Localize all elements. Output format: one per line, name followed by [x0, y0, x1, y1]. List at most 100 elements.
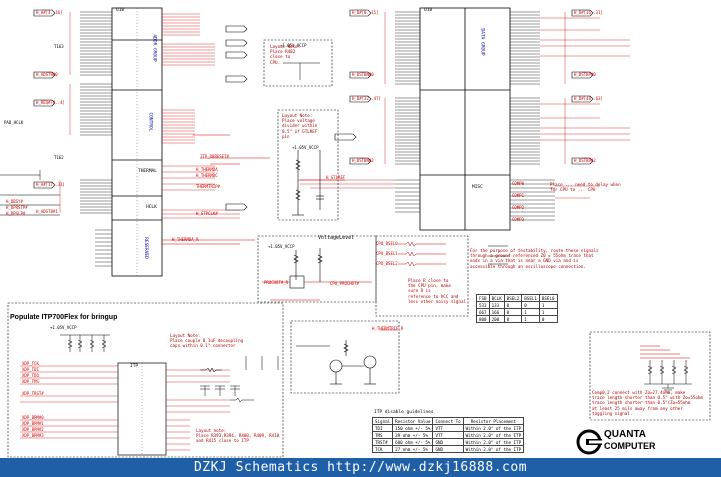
sig-prochot-r: PROCHOT#_R: [264, 280, 289, 285]
vcc-label-1: +1.05V_VCCP: [280, 43, 307, 48]
table-cell: 1: [521, 308, 540, 316]
table-cell: 200: [488, 315, 505, 323]
sig-dbsy: H_DBSY#: [6, 199, 23, 204]
sig-thermtrip-r: H_THERMTRIP_R: [372, 326, 404, 331]
sig-thermtrip: THERMTRIP#: [196, 184, 221, 189]
itp-sig-0: XDP_TCK: [22, 361, 39, 366]
sig-right-2: H_DSTBN#0: [352, 72, 374, 77]
logo-company: QUANTA: [604, 429, 647, 440]
table-cell: GND: [432, 438, 464, 446]
layout-note-3: Layout Note: Place couple 0.1uF decoupli…: [170, 333, 244, 349]
table-header-row: FSB BCLK BSEL2 BSEL1 BSEL0: [476, 294, 558, 302]
itp-sig-3: XDP_TMS: [22, 379, 39, 384]
itp-section-title: Populate ITP700Flex for bringup: [10, 314, 118, 321]
table-cell: VTT: [432, 424, 464, 432]
table-cell: 27 ohm +/- 5%: [392, 445, 434, 453]
right-bus-arrows: [334, 9, 594, 165]
misc-label: MISC: [472, 185, 483, 190]
right-chip-pins-red: [300, 12, 630, 199]
layout-note-4: Layout note: Place R393,R394, R400, R409…: [196, 428, 280, 444]
table-header: BSEL0: [538, 294, 558, 302]
layout-note-2: Layout Note: Place voltage divider withi…: [282, 113, 318, 139]
table-cell: 0: [521, 301, 540, 309]
table-cell: Within 2.0" of the ITP: [462, 438, 525, 446]
table-header: Connect To: [432, 417, 464, 425]
cpu-note: Place ... need to delay when for CPU to …: [550, 182, 621, 193]
left-bus-arrows: [33, 9, 248, 211]
table-cell: 533: [476, 301, 490, 309]
data-group-label: DATA GROUP: [479, 28, 485, 56]
sig-bsel1: CPU_BSEL1: [376, 251, 398, 256]
table-cell: 133: [488, 301, 505, 309]
sig-left-3: H_A#[17..31]: [36, 182, 65, 187]
table-row: 667 166 0 1 1: [476, 308, 558, 316]
sig-comp2: COMP2: [512, 205, 525, 210]
addr-group-label: ADDR GROUP: [151, 34, 157, 62]
comp-resistors: [640, 345, 692, 393]
misc-wires: [162, 134, 320, 301]
table-cell: Within 2.0" of the ITP: [462, 431, 525, 439]
layout-note-1: Layout Note: Place R402 close to CPU.: [270, 44, 301, 65]
table-cell: TDI: [371, 424, 394, 432]
sig-right-5: H_D#[48..63]: [574, 96, 603, 101]
table-row: TCK 27 ohm +/- 5% GND Within 2.0" of the…: [371, 445, 525, 453]
table-cell: Within 2.0" of the ITP: [462, 424, 525, 432]
sig-right-4: H_D#[32..47]: [352, 96, 381, 101]
misc-wires-black: [0, 62, 320, 216]
sig-thermdc: H_THERMDC: [196, 173, 218, 178]
chip-u18b-label: U18: [424, 8, 433, 13]
table-cell: 1: [538, 308, 558, 316]
table-cell: 0: [503, 308, 523, 316]
table-header: FSB: [476, 294, 490, 302]
itp-sig-2: XDP_TDO: [22, 373, 39, 378]
sig-thermda: H_THERMDA: [196, 167, 218, 172]
itp-sig-5: XDP_BPM#0: [22, 415, 44, 420]
comp-note: Comp0,2 connect with Zo=27.4ohm, make tr…: [592, 390, 703, 416]
table-header: Resistor Placement: [462, 417, 525, 425]
sig-comp1: COMP1: [512, 193, 525, 198]
table-cell: 0: [503, 315, 523, 323]
itp-sig-6: XDP_BPM#1: [22, 421, 44, 426]
sig-pad-hclk: PAD_HCLK: [4, 120, 24, 125]
sig-bsel0: CPU_BSEL0: [376, 241, 398, 246]
quanta-logo-icon: [576, 429, 602, 455]
sig-right-3: H_DSTBP#0: [574, 72, 596, 77]
reserved-label: RESERVED: [142, 237, 148, 259]
sig-gtlref: H_GTLREF: [326, 175, 346, 180]
left-chip-pins-red: [59, 12, 240, 219]
voltage-level-circuit: [262, 248, 372, 289]
table-cell: TMS: [371, 431, 394, 439]
sig-right-0: H_D#[0..15]: [352, 10, 379, 15]
table-cell: 166: [488, 308, 505, 316]
table-cell: 800: [476, 315, 490, 323]
itp-disable-table: Signal Resistor Value Connect To Resisto…: [371, 417, 525, 453]
table-cell: 667: [476, 308, 490, 316]
table-header: BCLK: [488, 294, 505, 302]
control-label: CONTROL: [147, 112, 153, 132]
sig-right-7: H_DSTBP#2: [574, 158, 596, 163]
sig-comp0: COMP0: [512, 181, 525, 186]
itp-resistors: [60, 334, 279, 403]
fsb-table: FSB BCLK BSEL2 BSEL1 BSEL0 533 133 0 0 1…: [476, 294, 558, 323]
table-header-row: Signal Resistor Value Connect To Resisto…: [371, 417, 525, 425]
itp-connector: [117, 362, 167, 456]
table-row: TDI 150 ohm +/- 5% VTT Within 2.0" of th…: [371, 424, 525, 432]
watermark-bar: DZKJ Schematics http://www.dzkj16888.com: [0, 458, 721, 477]
sig-itp-dbreset: ITP_DBRESET#: [200, 154, 229, 159]
table-header: Resistor Value: [392, 417, 434, 425]
itp-table-title: ITP disable guidelines: [374, 410, 434, 415]
place-close-note: Place R close to the CPU pin, make sure …: [408, 278, 466, 304]
table-header: Signal: [371, 417, 394, 425]
table-cell: 150 ohm +/- 5%: [392, 424, 434, 432]
voltage-level-label: VoltageLevel: [318, 235, 355, 241]
table-cell: Within 2.0" of the ITP: [462, 445, 525, 453]
quanta-logo: QUANTA COMPUTER: [576, 428, 719, 458]
right-chip-pins: [395, 11, 555, 221]
sig-left-0: H_A#[3..16]: [36, 10, 63, 15]
sig-comp3: COMP3: [512, 217, 525, 222]
table-row: 800 200 0 1 0: [476, 315, 558, 323]
sig-cpu-prochot: CPU_PROCHOT#: [330, 281, 359, 286]
itp-sig-7: XDP_BPM#2: [22, 427, 44, 432]
table-cell: 1: [521, 315, 540, 323]
